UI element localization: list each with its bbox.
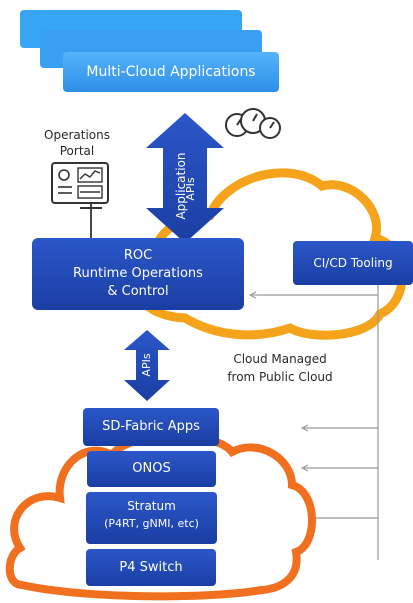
stratum-box	[86, 492, 217, 544]
roc-label: ROC Runtime Operations & Control	[32, 247, 244, 301]
stratum-label: Stratum (P4RT, gNMI, etc)	[86, 497, 217, 533]
sd-fabric-apps-label: SD-Fabric Apps	[102, 419, 200, 434]
p4-switch-label: P4 Switch	[119, 560, 183, 575]
onos-label: ONOS	[132, 461, 171, 476]
application-apis-label: APIs	[184, 177, 197, 201]
application-apis-arrow	[146, 113, 224, 243]
gauges-icon	[225, 108, 281, 139]
roc-subtitle-line1: Runtime Operations	[73, 266, 203, 281]
roc-box	[32, 238, 244, 310]
dashboard-icon	[51, 162, 109, 240]
apis-arrow	[124, 330, 170, 401]
cloud-managed-label: Cloud Managed from Public Cloud	[195, 350, 365, 386]
sd-fabric-box	[83, 408, 219, 446]
stratum-subtitle: (P4RT, gNMI, etc)	[104, 517, 199, 530]
operations-portal-line2: Portal	[59, 144, 95, 158]
operations-portal-label: Operations Portal	[32, 127, 122, 159]
operations-portal-line1: Operations	[44, 128, 110, 142]
apis-label: APIs	[140, 353, 153, 377]
roc-subtitle-line2: & Control	[107, 284, 169, 299]
stratum-title: Stratum	[127, 499, 176, 513]
cloud-managed-line2: from Public Cloud	[227, 370, 333, 384]
cicd-tooling-label: CI/CD Tooling	[313, 256, 393, 270]
roc-title: ROC	[123, 248, 153, 263]
connector-lines	[248, 285, 379, 560]
cloud-managed-line1: Cloud Managed	[233, 352, 327, 366]
cicd-box	[293, 241, 413, 285]
multi-cloud-applications-label: Multi-Cloud Applications	[86, 64, 256, 80]
app-card-front	[63, 52, 279, 92]
p4-switch-box	[86, 549, 216, 586]
onos-box	[87, 451, 216, 487]
